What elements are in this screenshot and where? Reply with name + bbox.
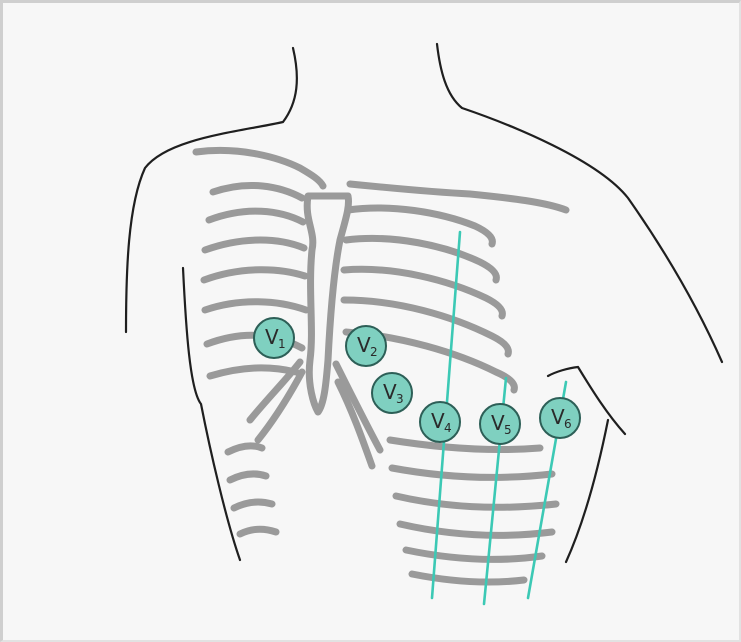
left-rib-7 [210, 368, 296, 376]
electrode-subscript: 6 [564, 417, 572, 431]
left-lower-rib-1 [228, 446, 262, 452]
right-flank-outline [566, 420, 608, 562]
electrode-subscript: 1 [278, 337, 286, 351]
left-rib-1 [213, 185, 302, 198]
rib-cage [196, 150, 566, 582]
right-lower-rib-6 [412, 574, 524, 582]
right-lower-rib-5 [406, 550, 542, 559]
left-rib-3 [205, 240, 304, 250]
left-lower-rib-3 [234, 502, 272, 508]
right-lower-rib-1 [390, 440, 540, 450]
left-lower-rib-4 [240, 529, 276, 534]
electrode-subscript: 5 [504, 423, 512, 437]
left-rib-5 [205, 302, 306, 310]
body-outline [126, 44, 722, 562]
electrode-subscript: 4 [444, 421, 452, 435]
electrode-label: V [491, 411, 505, 435]
electrode-label: V [431, 409, 445, 433]
right-lower-rib-3 [396, 496, 556, 507]
electrode-label: V [383, 380, 397, 404]
electrode-subscript: 3 [396, 392, 404, 406]
electrode-label: V [551, 405, 565, 429]
electrode-label: V [265, 325, 279, 349]
electrode-label: V [357, 333, 371, 357]
neck-right-outline [437, 44, 722, 362]
left-flank-outline [183, 268, 240, 560]
right-lower-rib-2 [392, 468, 552, 477]
electrode-subscript: 2 [370, 345, 378, 359]
left-rib-4 [204, 270, 305, 280]
left-rib-2 [209, 211, 303, 222]
right-lower-rib-4 [400, 524, 552, 535]
left-clavicle [196, 150, 323, 186]
left-lower-rib-2 [230, 474, 266, 480]
